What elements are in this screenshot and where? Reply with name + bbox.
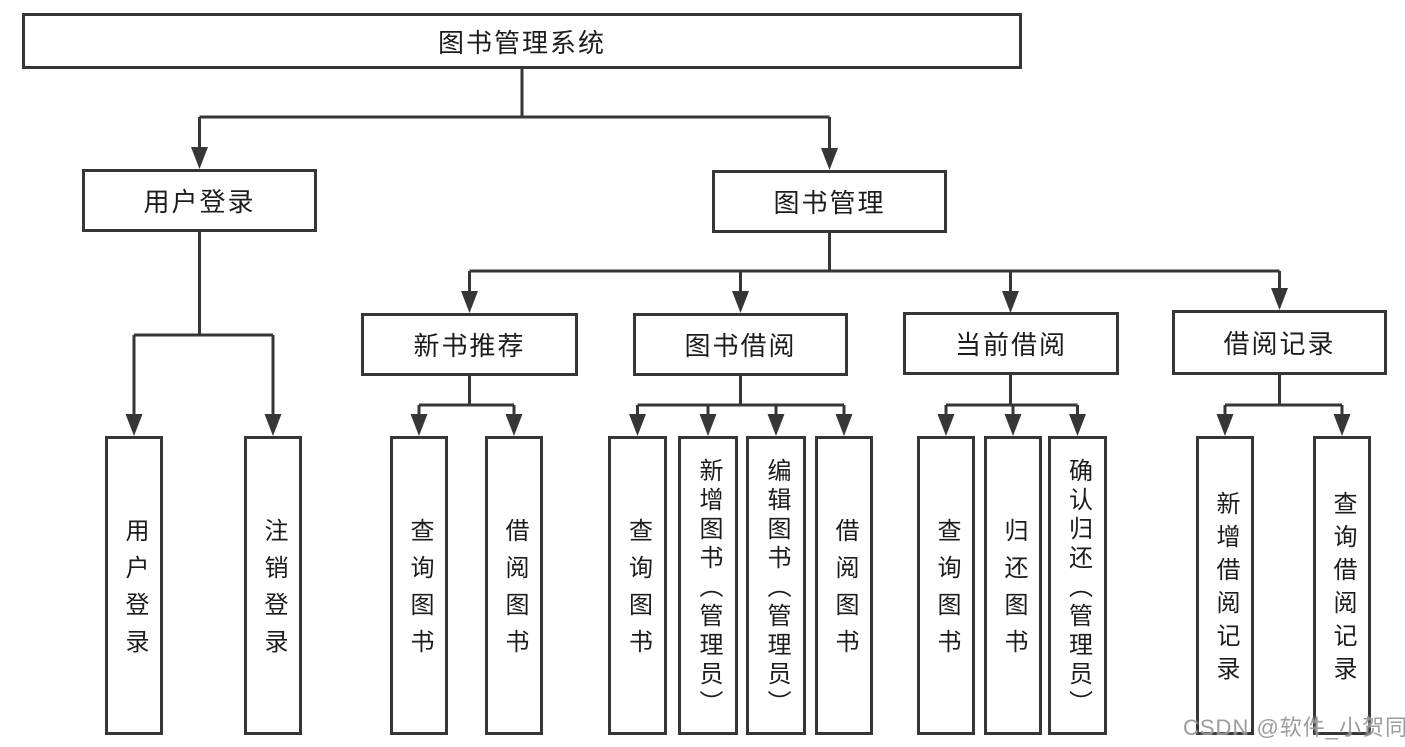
leaf-borrow-books-borrow: 借阅图书	[815, 436, 873, 735]
leaf-query-books-recommend: 查询图书	[390, 436, 448, 735]
node-new-book-recommend: 新书推荐	[361, 313, 578, 376]
leaf-user-login: 用户登录	[105, 436, 163, 735]
leaf-logout-login: 注销登录	[244, 436, 302, 735]
leaf-borrow-books-recommend: 借阅图书	[485, 436, 543, 735]
node-user-login: 用户登录	[82, 169, 317, 232]
leaf-query-borrow-record: 查询借阅记录	[1313, 436, 1371, 735]
leaf-edit-books-admin: 编辑图书（管理员）	[746, 436, 806, 735]
csdn-watermark: CSDN @软件_小贺同学	[1183, 715, 1405, 740]
leaf-add-books-admin: 新增图书（管理员）	[678, 436, 738, 735]
leaf-confirm-return-admin: 确认归还（管理员）	[1048, 436, 1107, 735]
leaf-query-books-borrow: 查询图书	[608, 436, 667, 735]
node-borrowing-records: 借阅记录	[1172, 310, 1387, 375]
node-book-management: 图书管理	[712, 170, 947, 233]
leaf-add-borrow-record: 新增借阅记录	[1196, 436, 1254, 735]
node-book-borrowing: 图书借阅	[633, 313, 848, 376]
leaf-return-books: 归还图书	[984, 436, 1042, 735]
leaf-query-books-current: 查询图书	[917, 436, 975, 735]
node-root: 图书管理系统	[22, 13, 1022, 69]
node-current-borrowing: 当前借阅	[903, 312, 1119, 375]
